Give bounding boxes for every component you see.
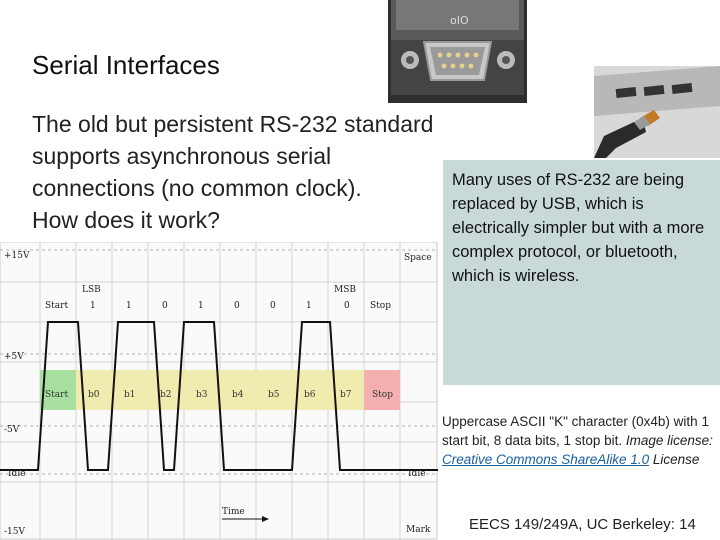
body-line: How does it work? — [32, 207, 220, 233]
bit-header: Stop — [370, 301, 391, 311]
idle-label-left: Idle — [8, 469, 26, 479]
stop-bit-band — [364, 370, 400, 410]
usb-ports-photo — [594, 66, 720, 158]
voltage-label: +15V — [4, 251, 30, 261]
bit-name: b4 — [232, 390, 244, 400]
bit-name: b0 — [88, 390, 100, 400]
bit-header: 0 — [162, 301, 168, 311]
msb-label: MSB — [334, 285, 356, 295]
bit-name: Stop — [372, 390, 393, 400]
bit-name: b3 — [196, 390, 208, 400]
body-line: The old but persistent RS-232 standard — [32, 111, 434, 137]
license-link[interactable]: Creative Commons ShareAlike 1.0 — [442, 452, 650, 467]
signal-waveform — [0, 321, 438, 471]
rs232-timing-diagram: +15V +5V -5V -15V Space Mark Idle Idle L… — [0, 242, 438, 540]
image-caption: Uppercase ASCII "K" character (0x4b) wit… — [442, 412, 720, 469]
bit-header: Start — [45, 301, 68, 311]
time-label: Time — [222, 507, 245, 517]
body-line: connections (no common clock). — [32, 175, 362, 201]
bit-header: 0 — [234, 301, 240, 311]
voltage-label: +5V — [4, 352, 24, 362]
space-label: Space — [404, 253, 432, 263]
caption-text: Uppercase ASCII "K" character (0x4b) wit… — [442, 414, 709, 448]
db9-connector-photo: oIO — [388, 0, 527, 103]
body-text: The old but persistent RS-232 standard s… — [32, 108, 433, 236]
start-bit-band — [40, 370, 76, 410]
usb-note-box: Many uses of RS-232 are being replaced b… — [443, 160, 720, 385]
lsb-label: LSB — [82, 285, 101, 295]
slide-footer: EECS 149/249A, UC Berkeley: 14 — [469, 516, 696, 533]
bit-header: 1 — [126, 301, 132, 311]
bit-name: b1 — [124, 390, 136, 400]
bit-header: 0 — [344, 301, 350, 311]
bit-header: 1 — [306, 301, 312, 311]
mark-label: Mark — [406, 525, 431, 535]
license-text: Image license: Creative Commons ShareAli… — [442, 433, 713, 467]
voltage-label: -15V — [4, 527, 25, 537]
connector-label: oIO — [450, 14, 469, 27]
bit-header: 0 — [270, 301, 276, 311]
bit-header: 1 — [90, 301, 96, 311]
bit-name: b5 — [268, 390, 280, 400]
idle-label-right: Idle — [408, 469, 426, 479]
bit-name: b6 — [304, 390, 316, 400]
bit-name: b2 — [160, 390, 172, 400]
bit-header: 1 — [198, 301, 204, 311]
bit-name: b7 — [340, 390, 352, 400]
bit-name: Start — [45, 390, 68, 400]
body-line: supports asynchronous serial — [32, 143, 332, 169]
slide-title: Serial Interfaces — [32, 50, 220, 80]
voltage-label: -5V — [4, 425, 20, 435]
